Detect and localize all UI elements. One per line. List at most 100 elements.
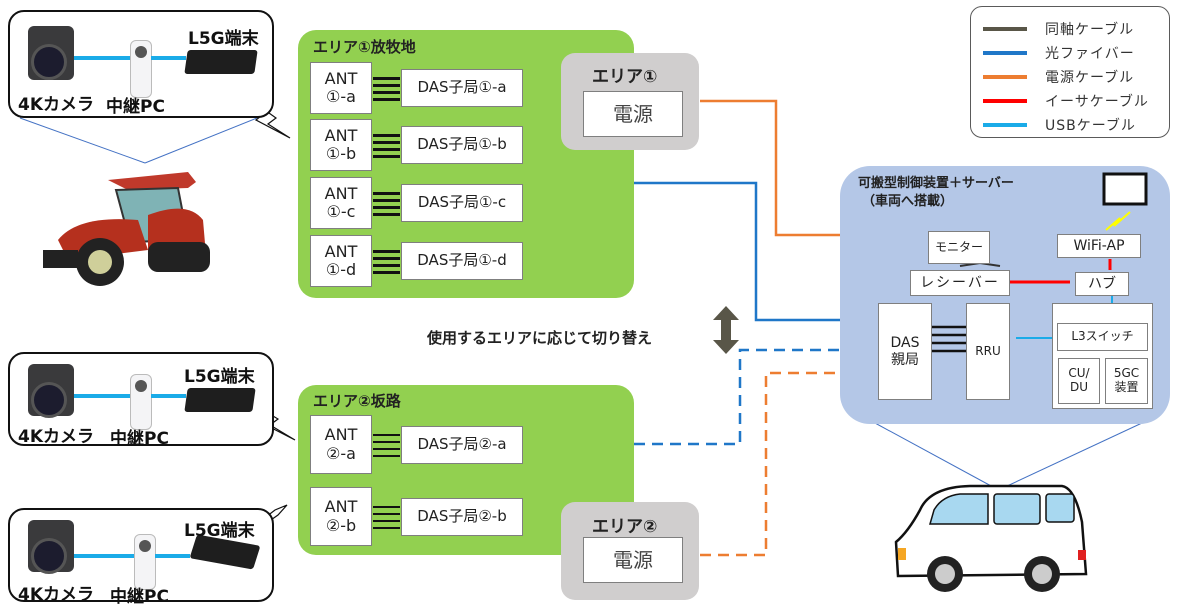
das-parent-box: DAS 親局 [878,303,932,400]
device-card: 4Kカメラ 中継PC L5G端末 [8,508,274,607]
antenna-id: ①-c [326,202,356,221]
camera-icon [28,26,74,80]
van-icon [894,484,1088,592]
hub-box: ハブ [1075,272,1129,296]
cu-du-label: DU [1069,380,1089,394]
callout-line [144,117,258,164]
das-remote-unit-box: DAS子局②-b [401,497,523,536]
relay-pc-label: 中継PC [110,429,169,449]
coax-cable [373,192,400,195]
usb-cable [155,554,190,558]
area2-power-supply: 電源 [583,537,683,583]
monitor-box: モニター [928,231,990,264]
legend-item: USBケーブル [971,115,1169,135]
antenna-label: ANT [324,425,358,445]
coax-cable [373,148,400,151]
coax-cable [373,454,400,457]
coax-cable [373,264,400,267]
coax-cable [373,77,400,80]
coax-cable [373,155,400,158]
das-parent-label: DAS [890,335,920,352]
coax-cable [373,433,400,436]
terminal-label: L5G端末 [184,521,255,541]
das-parent-label: 親局 [891,351,919,368]
usb-cable [74,394,132,398]
antenna-label: ANT [324,183,358,203]
rru-box: RRU [966,303,1010,400]
control-internal-lines [932,172,1148,362]
coax-cable [373,199,400,202]
antenna-id: ①-a [326,87,356,106]
legend-item: 電源ケーブル [971,67,1169,87]
control-title: 可搬型制御装置＋サーバー [858,176,1014,191]
camera-label: 4Kカメラ [18,585,95,605]
callout-line [874,422,994,488]
antenna-label: ANT [324,68,358,88]
terminal-label: L5G端末 [188,29,259,49]
area1-power-title: エリア① [592,67,658,87]
terminal-label: L5G端末 [184,367,255,387]
relay-pc-label: 中継PC [110,587,169,607]
antenna-id: ①-b [325,144,357,163]
das-remote-unit-box: DAS子局②-a [401,425,523,464]
legend-label: 光ファイバー [1045,46,1135,62]
legend-item: 同軸ケーブル [971,19,1169,39]
antenna-label: ANT [324,497,358,517]
wifi-ap-box: WiFi-AP [1057,234,1141,258]
antenna-label: ANT [324,125,358,145]
coax-cable [373,505,400,508]
legend-label: イーサケーブル [1045,94,1149,110]
legend-swatch-coax [983,27,1027,31]
legend-swatch-usb [983,123,1027,127]
coax-cable [373,98,400,101]
relay-pc-icon [130,40,152,98]
coax-cable [373,84,400,87]
legend-item: 光ファイバー [971,43,1169,63]
coax-cable [373,512,400,515]
antenna-id: ①-d [325,260,357,279]
relay-pc-icon [134,534,156,590]
fiber-area2-dashed [634,348,840,446]
coax-cable [373,257,400,260]
coax-cable [373,213,400,216]
coax-cable [373,250,400,253]
l3-switch-box: L3スイッチ [1057,323,1148,351]
cu-du-label: CU/ [1068,366,1090,381]
wifi-signal-icon [1105,211,1131,231]
legend-item: イーサケーブル [971,91,1169,111]
legend-swatch-power [983,75,1027,79]
device-card: 4Kカメラ 中継PC L5G端末 [8,10,274,118]
usb-cable [151,394,186,398]
antenna-id: ②-a [326,443,356,463]
switch-note: 使用するエリアに応じて切り替え [427,329,653,347]
double-arrow-icon [713,306,739,354]
legend: 同軸ケーブル 光ファイバー 電源ケーブル イーサケーブル USBケーブル [970,6,1170,138]
usb-cable [151,56,186,60]
area2-power-title: エリア② [592,517,658,537]
5gc-box: 5GC 装置 [1105,358,1148,404]
callout-line [19,117,146,164]
coax-cable [373,519,400,522]
cu-du-box: CU/ DU [1058,358,1100,404]
coax-cable [373,141,400,144]
l5g-terminal-icon [184,50,258,74]
receiver-box: レシーバー [910,270,1010,296]
5gc-label: 5GC [1113,366,1140,381]
area1-power-supply: 電源 [583,91,683,137]
usb-cable [74,56,132,60]
das-remote-unit-box: DAS子局①-a [401,69,523,107]
das-remote-unit-box: DAS子局①-b [401,126,523,164]
coax-cable [373,206,400,209]
coax-cable [373,447,400,450]
area2-title: エリア②坂路 [313,392,401,410]
das-remote-unit-box: DAS子局①-c [401,184,523,222]
coax-cable [373,91,400,94]
das-remote-unit-box: DAS子局①-d [401,242,523,280]
coax-cable [373,271,400,274]
l5g-terminal-icon [184,388,256,412]
